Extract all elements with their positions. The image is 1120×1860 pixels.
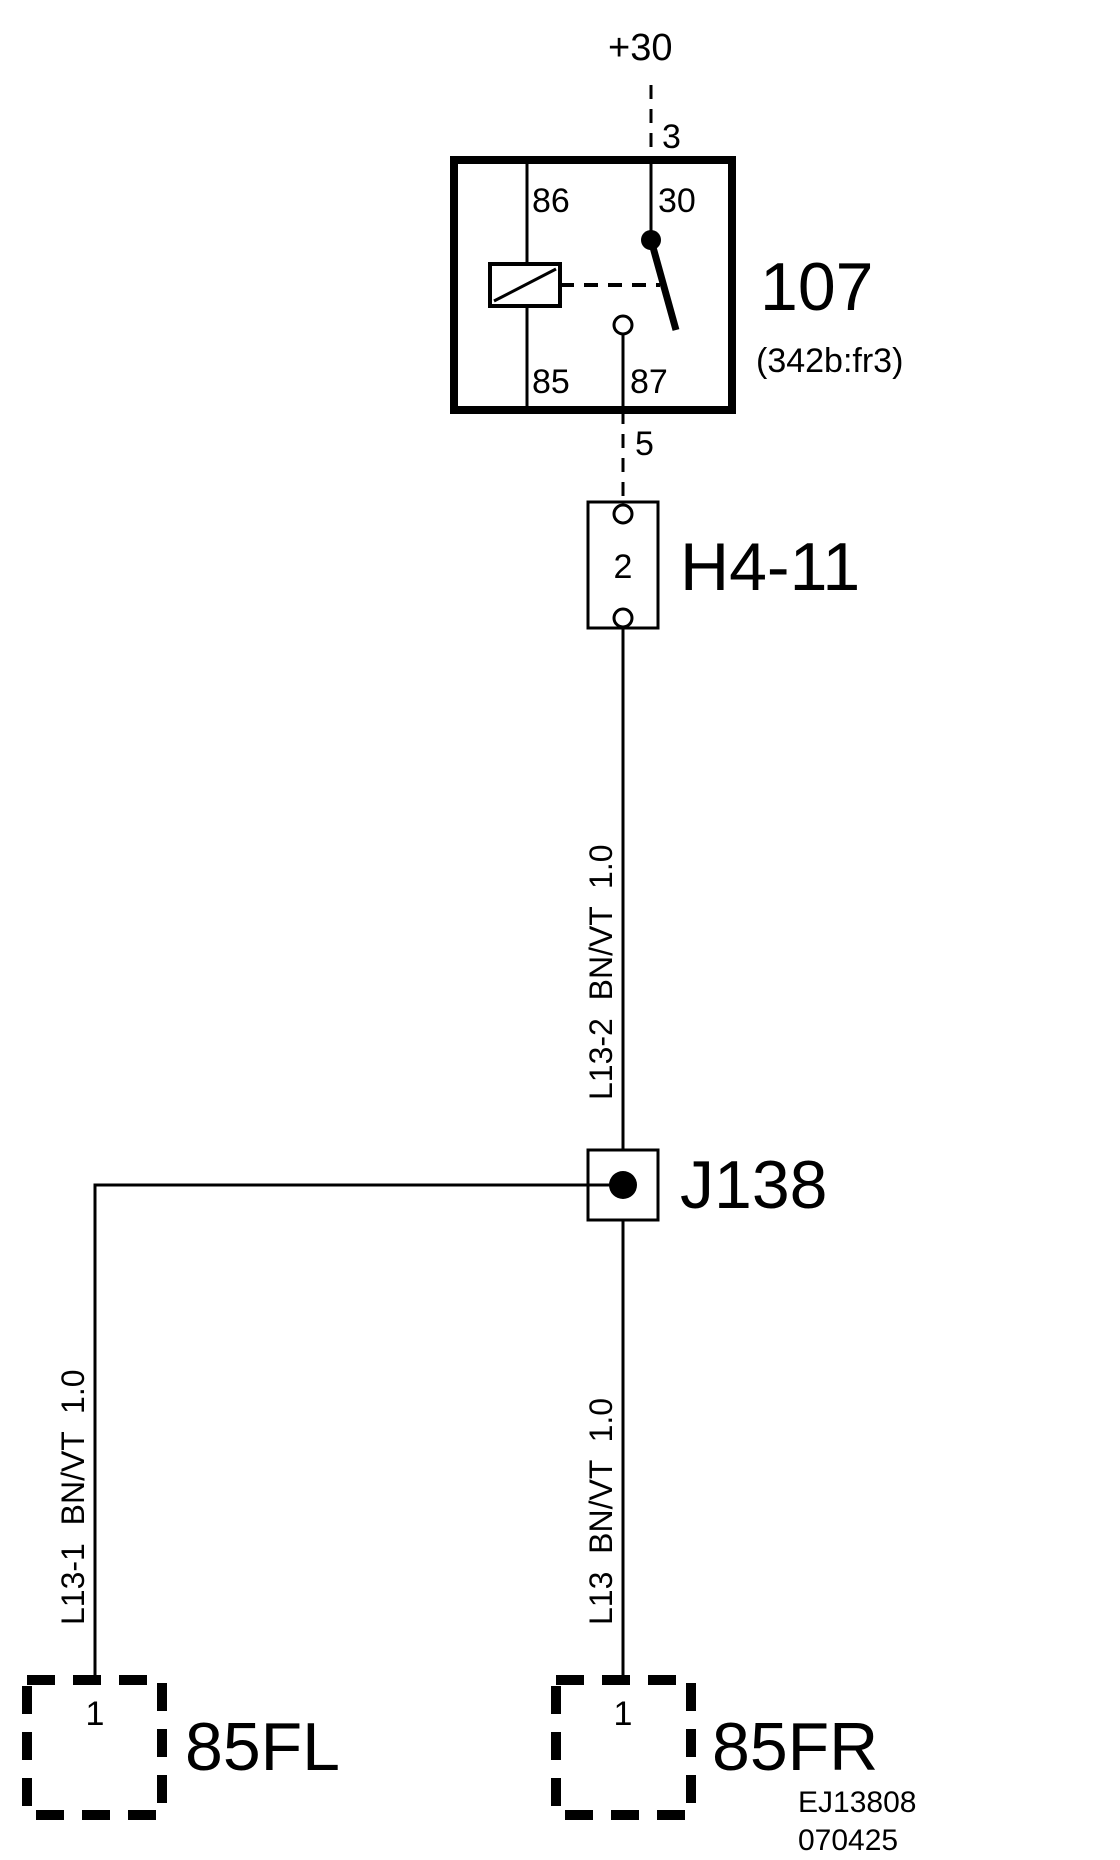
wire-l13-2-label: L13-2 BN/VT 1.0 [583, 844, 619, 1100]
connector-85fl-id: 85FL [185, 1709, 340, 1785]
wire-l13-1 [93, 1183, 623, 1680]
wire-l13-1-label: L13-1 BN/VT 1.0 [55, 1369, 91, 1625]
relay-pin-86: 86 [532, 182, 570, 220]
fuse-top-terminal [612, 503, 634, 525]
connector-85fr-pin: 1 [614, 1695, 633, 1733]
relay-pin-87: 87 [630, 363, 668, 401]
fuse-number: 2 [614, 548, 633, 586]
drawing-code-line2: 070425 [798, 1824, 898, 1857]
relay-pin-30: 30 [658, 182, 696, 220]
relay-id: 107 [760, 249, 873, 325]
drawing-code-line1: EJ13808 [798, 1786, 916, 1819]
relay-107-box [450, 156, 736, 414]
connector-85fr-id: 85FR [712, 1709, 878, 1785]
relay-switch-contact [647, 239, 680, 331]
relay-pin-85: 85 [532, 363, 570, 401]
fuse-id: H4-11 [680, 529, 860, 605]
connector-85fl-pin: 1 [86, 1695, 105, 1733]
connector-85fr-box [551, 1675, 696, 1820]
connector-85fl-box [22, 1675, 167, 1820]
wire-l13-label: L13 BN/VT 1.0 [583, 1398, 619, 1625]
relay-ref: (342b:fr3) [756, 342, 903, 380]
fuse-bottom-terminal [612, 607, 634, 629]
relay-contact-87-terminal [612, 314, 634, 336]
junction-id: J138 [680, 1147, 827, 1223]
supply-label: +30 [608, 27, 672, 69]
relay-output-pin: 5 [635, 425, 654, 463]
supply-pin-label: 3 [662, 118, 681, 156]
relay-coil-slash [493, 267, 557, 303]
